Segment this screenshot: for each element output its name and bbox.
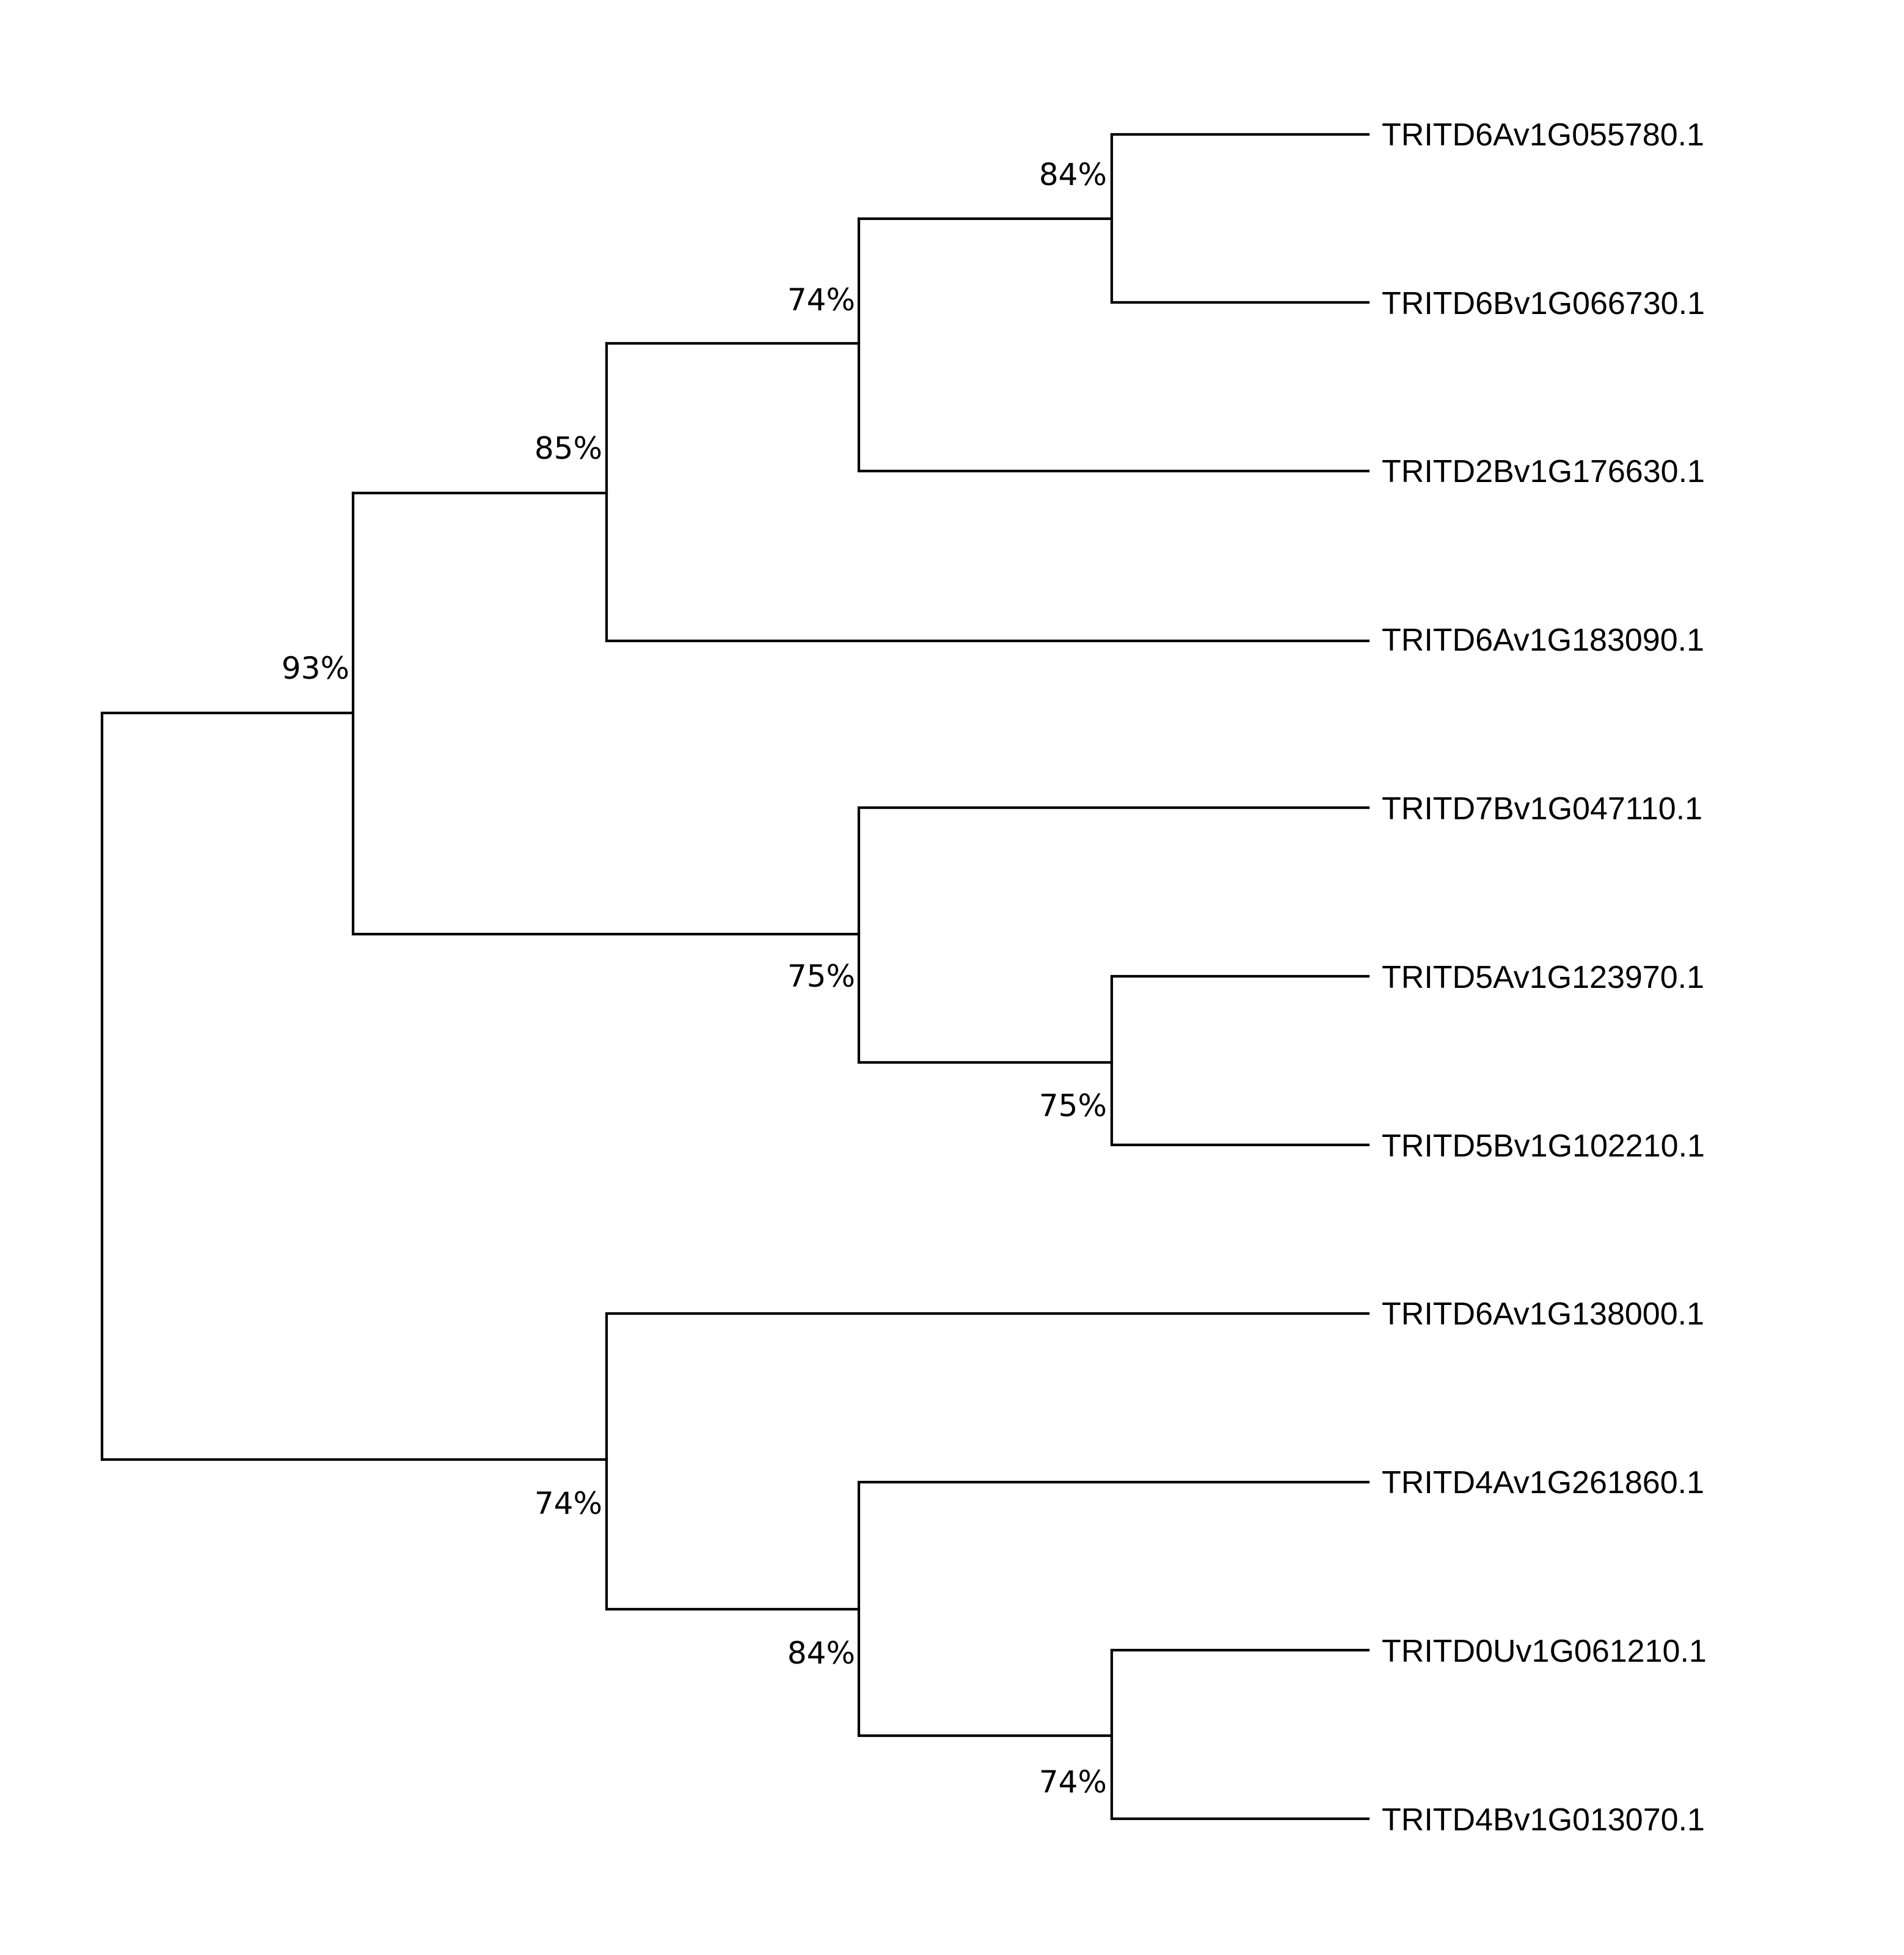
branch-clade-c-bracket [1110,133,1370,304]
branch-clade-d-bracket [857,806,1370,1064]
support-label-n-g: 84% [787,1635,855,1671]
branch-clade-f-bracket [605,1312,1370,1611]
leaf-label: TRITD5Bv1G102210.1 [1382,1128,1705,1164]
branch-clade-g-bracket [857,1480,1370,1738]
leaf-label: TRITD7Bv1G047110.1 [1382,791,1702,827]
leaf-label: TRITD2Bv1G176630.1 [1382,454,1705,489]
leaf-label: TRITD0Uv1G061210.1 [1382,1634,1707,1669]
support-label-n-c: 84% [1039,157,1107,192]
branch-clade-h-bracket [1110,1648,1370,1821]
support-labels: 84% 74% 85% 93% 75% 75% 74% 84% 74% [282,157,1107,1800]
branch-root-bracket [100,711,608,1461]
branch-clade-b-bracket [857,217,1370,473]
support-label-n-d: 75% [787,959,855,994]
branch-clade-a-bracket [605,342,1370,643]
support-label-n-f: 74% [534,1486,602,1521]
support-label-n-h: 74% [1039,1764,1107,1800]
tree-branches [100,133,1370,1821]
branch-clade-e-bracket [1110,974,1370,1147]
leaf-label: TRITD6Av1G138000.1 [1382,1296,1704,1332]
branch-clade-top-bracket [351,491,861,936]
leaf-labels: TRITD6Av1G055780.1 TRITD6Bv1G066730.1 TR… [1382,117,1707,1838]
leaf-label: TRITD6Bv1G066730.1 [1382,286,1705,321]
support-label-n-b: 74% [787,282,855,318]
leaf-label: TRITD4Av1G261860.1 [1382,1465,1704,1500]
leaf-label: TRITD6Av1G055780.1 [1382,117,1704,153]
support-label-n-a: 85% [534,431,602,466]
leaf-label: TRITD6Av1G183090.1 [1382,623,1704,658]
leaf-label: TRITD5Av1G123970.1 [1382,960,1704,995]
support-label-n-e: 75% [1039,1088,1107,1124]
leaf-label: TRITD4Bv1G013070.1 [1382,1802,1705,1838]
support-label-n-root-top: 93% [282,651,349,686]
